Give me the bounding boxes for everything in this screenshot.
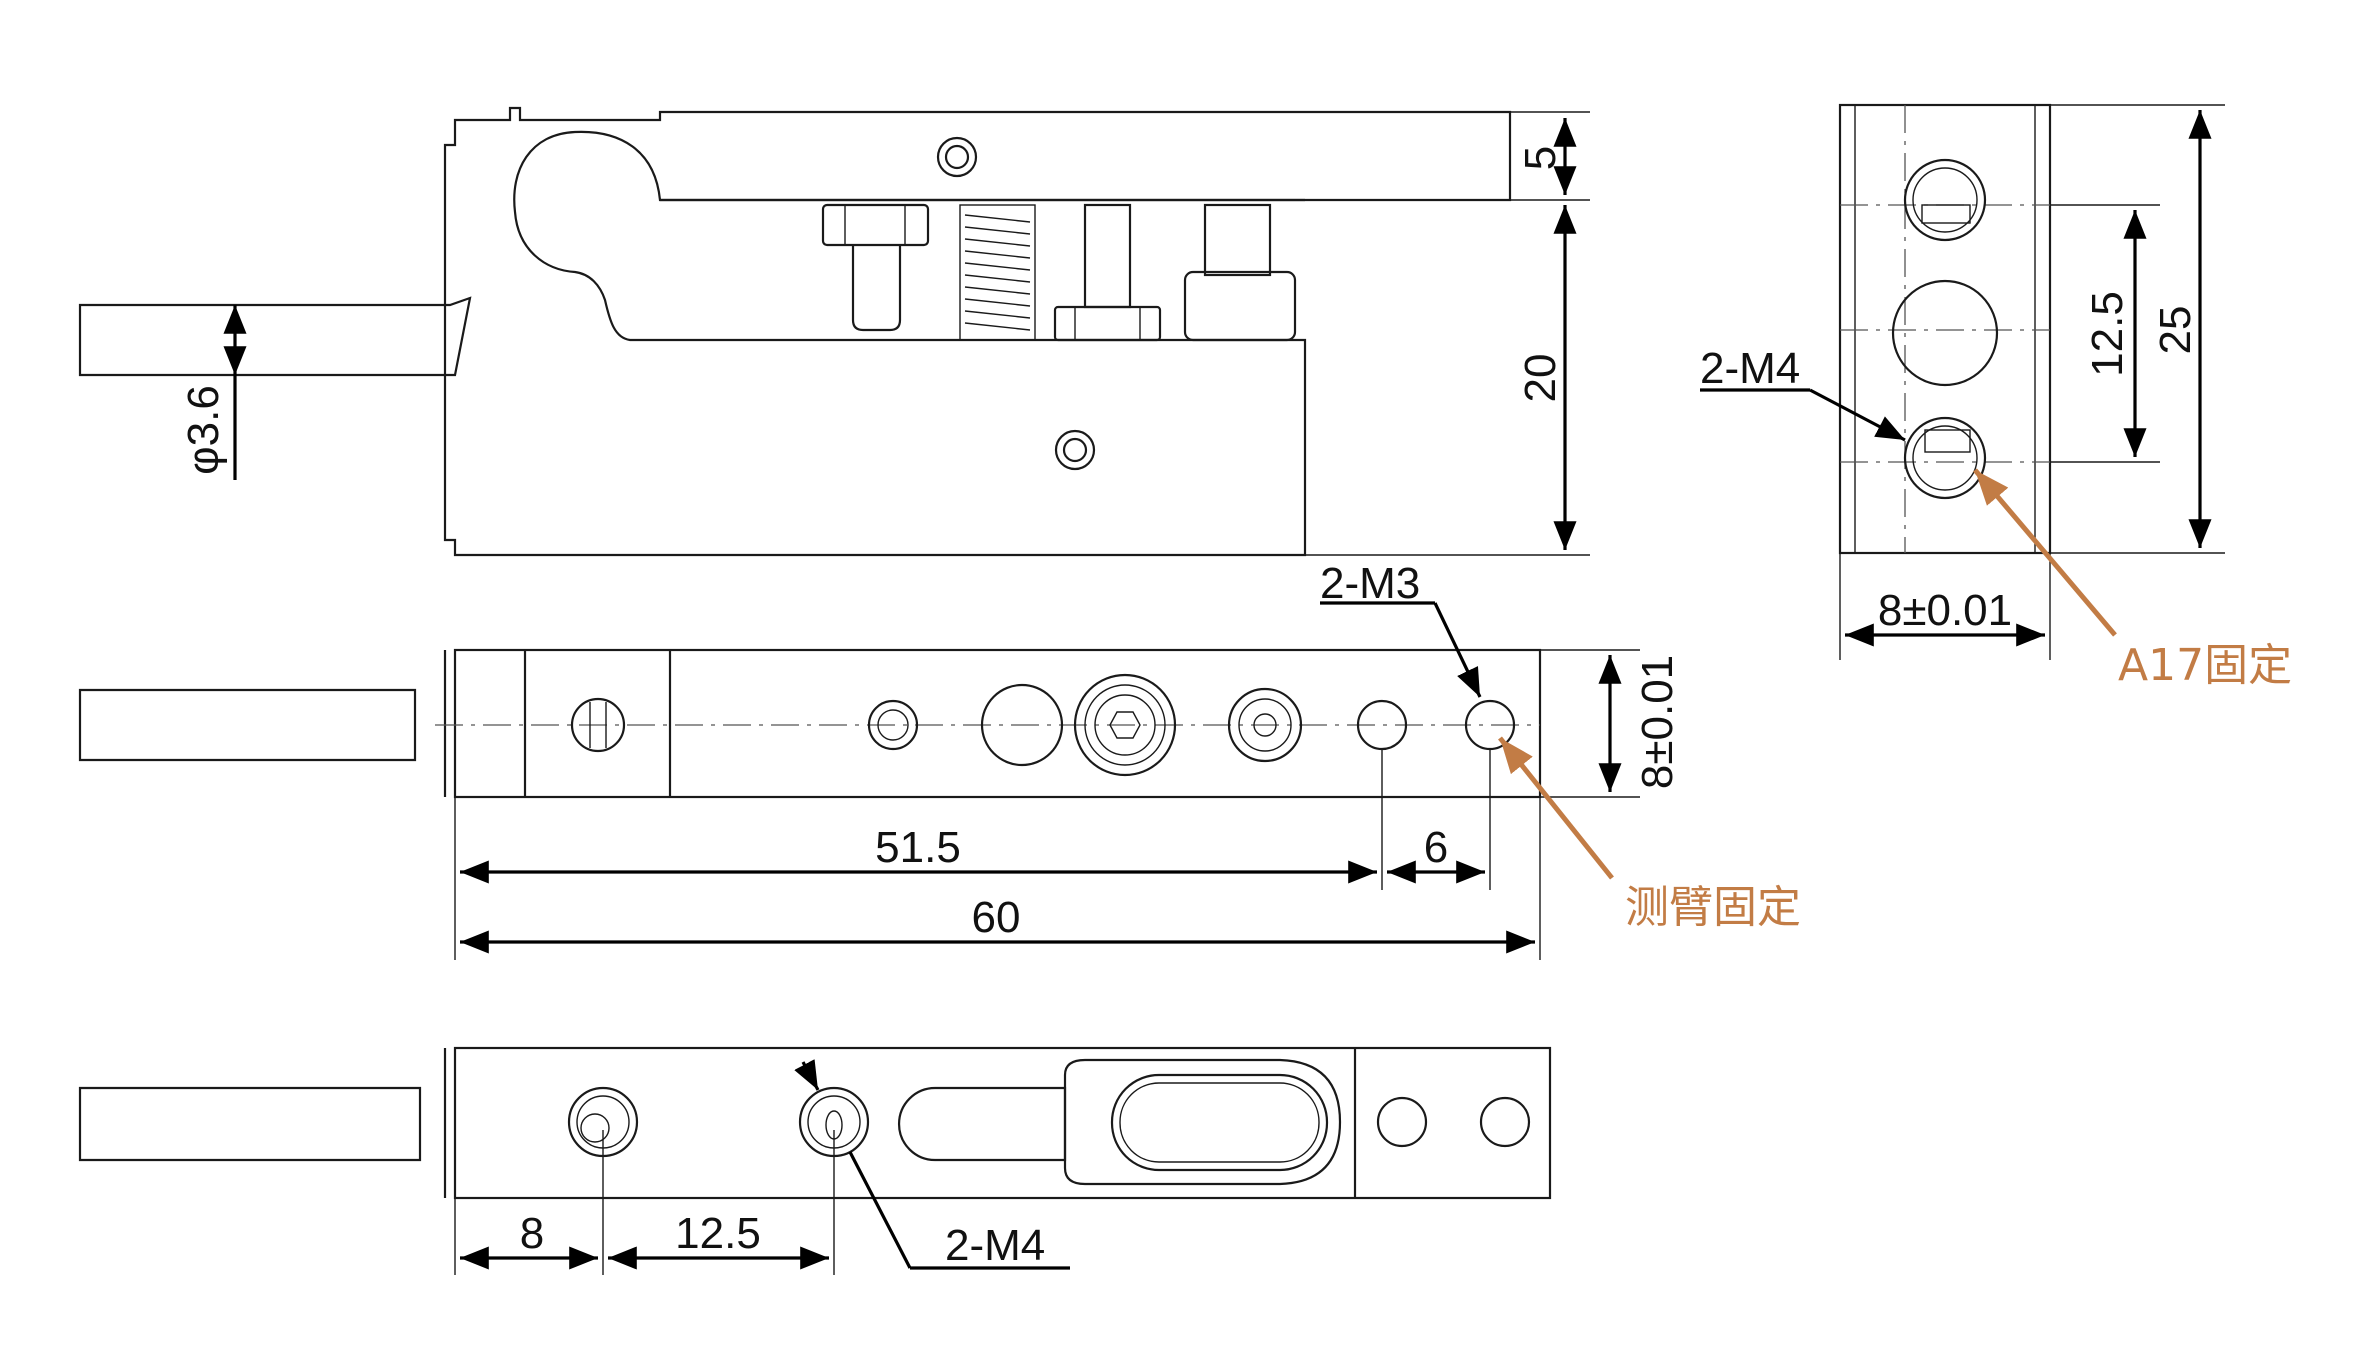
side-12-5-label: 12.5	[2083, 291, 2132, 377]
mid-hole-icon	[980, 683, 1064, 767]
dim-bot-8: 8	[460, 1209, 598, 1270]
side-center-hole-icon	[1891, 279, 1999, 387]
arm-annotation: 测臂固定	[1498, 736, 1801, 933]
dim-side-25: 25	[2050, 104, 2225, 554]
dim-20-label: 20	[1516, 354, 1565, 403]
side-25-label: 25	[2151, 306, 2200, 355]
bot-slot-icon	[897, 1058, 1342, 1186]
dim-mid-height: 8±0.01	[1540, 649, 1682, 798]
bot-thread-callout: 2-M4	[794, 1059, 1070, 1270]
mid-screw-1-icon	[867, 699, 919, 751]
bottom-view: 8 12.5 2-M4	[78, 1046, 1552, 1275]
mid-thread-callout: 2-M3	[1320, 559, 1482, 698]
a17-label: A17固定	[2118, 640, 2292, 691]
stop-pin-icon	[1053, 203, 1162, 342]
dim-bot-12-5: 12.5	[608, 1209, 829, 1270]
dim-height-20: 20	[1305, 205, 1590, 556]
arm-label: 测臂固定	[1625, 882, 1801, 933]
spring-icon	[959, 204, 1036, 341]
dim-side-12-5: 12.5	[2050, 204, 2160, 463]
mid-cable	[78, 688, 417, 762]
cable-dia-label: φ3.6	[179, 385, 228, 475]
cable	[78, 296, 472, 377]
top-view: 8±0.01 51.5 6 60 2-M3 测臂固定	[78, 559, 1801, 960]
mid-hole-m3-2-icon	[1464, 699, 1516, 751]
side-thread-label: 2-M4	[1700, 344, 1800, 393]
side-body	[1838, 103, 2052, 555]
dim-side-width: 8±0.01	[1839, 553, 2051, 660]
hex-bolt-icon	[821, 203, 930, 332]
bot-8-label: 8	[520, 1209, 544, 1258]
body-outline	[443, 106, 1512, 557]
side-upper-thread-icon	[1903, 158, 1987, 242]
dim-height-5: 5	[1510, 111, 1590, 201]
bot-cable	[78, 1086, 422, 1162]
lower-screw-icon	[1054, 429, 1096, 471]
front-view: 5 20 φ3.6	[78, 106, 1590, 557]
top-screw-icon	[936, 136, 978, 178]
mid-screw-2-icon	[1227, 687, 1303, 763]
probe-stem-icon	[1183, 203, 1297, 342]
mid-height-label: 8±0.01	[1633, 655, 1682, 789]
bot-hole-2-icon	[1479, 1096, 1531, 1148]
side-lower-thread-icon	[1903, 416, 1987, 500]
len-51-5-label: 51.5	[875, 823, 961, 872]
side-thread-callout: 2-M4	[1700, 344, 1906, 442]
dim-51-5: 51.5	[460, 823, 1377, 884]
a17-annotation: A17固定	[1973, 468, 2292, 691]
dim-5-label: 5	[1516, 146, 1565, 170]
len-6-label: 6	[1424, 823, 1448, 872]
len-60-label: 60	[972, 893, 1021, 942]
mid-slot-screw-icon	[570, 697, 626, 753]
bot-body	[453, 1046, 1552, 1200]
dim-60: 60	[460, 893, 1535, 954]
bot-12-5-label: 12.5	[675, 1209, 761, 1258]
mid-body	[453, 648, 1542, 799]
side-width-label: 8±0.01	[1878, 586, 2012, 635]
bot-hole-1-icon	[1376, 1096, 1428, 1148]
mid-hole-m3-1-icon	[1356, 699, 1408, 751]
mid-hex-socket-icon	[1073, 673, 1177, 777]
side-view: 12.5 25 8±0.01 2-M4 A17固定	[1700, 103, 2292, 691]
dim-cable-diameter: φ3.6	[179, 305, 247, 480]
dim-6: 6	[1387, 823, 1485, 884]
bot-thread-label: 2-M4	[945, 1221, 1045, 1270]
mid-thread-label: 2-M3	[1320, 559, 1420, 608]
